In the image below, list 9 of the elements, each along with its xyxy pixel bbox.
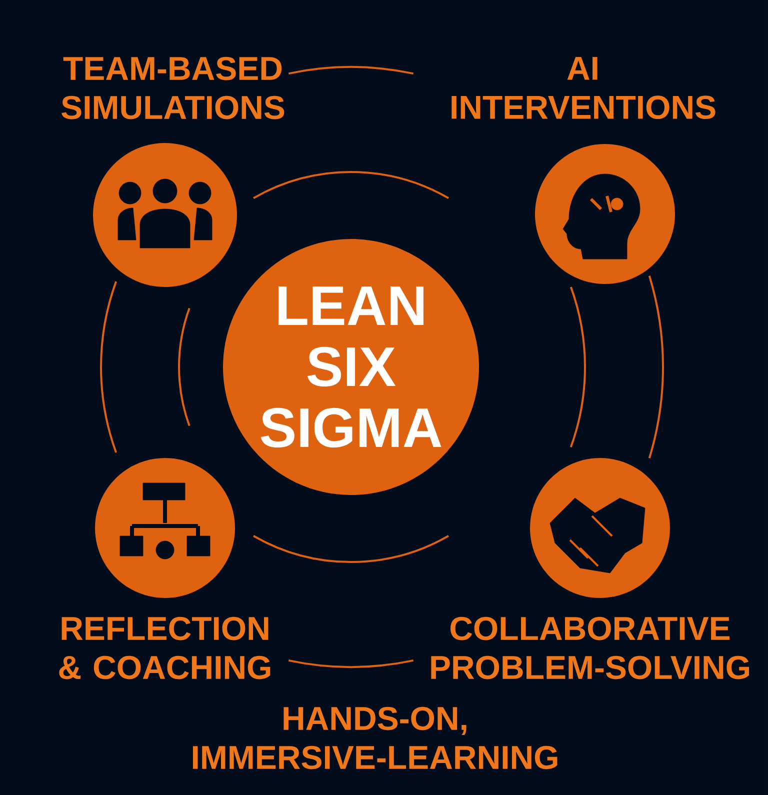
icon-label: TEAM-BASED SIMULATIONS — [62, 56, 284, 120]
icon-label: AI INTERVENTIONS — [452, 57, 716, 120]
head-icon — [535, 144, 675, 284]
icon-label: COLLABORATIVE PROBLEM-SOLVING — [431, 616, 749, 680]
people-icon — [93, 143, 237, 287]
chart-icon — [95, 458, 235, 598]
caption-label: HANDS-ON, IMMERSIVE-LEARNING — [192, 706, 558, 770]
hands-icon — [530, 458, 670, 598]
icon-label: REFLECTION & COACHING — [59, 616, 270, 680]
